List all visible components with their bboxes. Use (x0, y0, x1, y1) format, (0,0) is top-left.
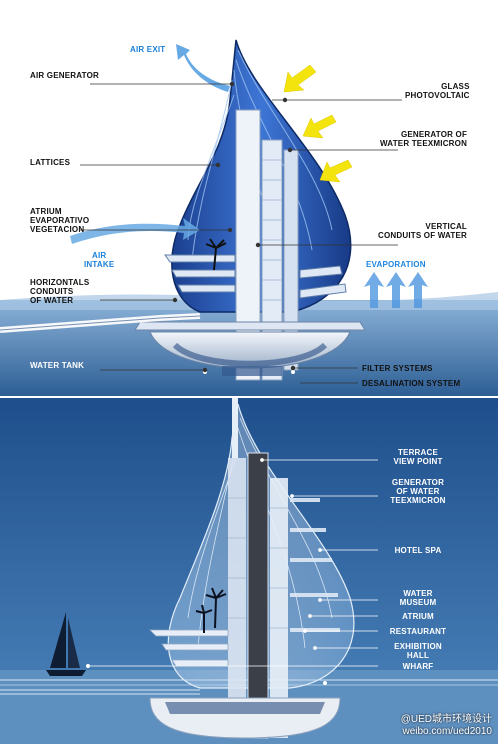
horizontal-conduits-label: HORIZONTALS CONDUITS OF WATER (30, 278, 90, 305)
elevator-core (247, 452, 269, 739)
wharf-label: WHARF (402, 662, 434, 671)
vertical-conduits-label: VERTICAL CONDUITS OF WATER (378, 222, 468, 240)
generator-of-water-render-label: GENERATOR OF WATER TEEXMICRON (390, 478, 446, 505)
platform-deck (134, 321, 366, 331)
water-museum-label: WATER MUSEUM (399, 589, 437, 607)
generator-of-water-label: GENERATOR OF WATER TEEXMICRON (380, 130, 468, 148)
air-exit-label: AIR EXIT (130, 45, 166, 54)
air-intake-arrow (70, 218, 200, 244)
water-tank-label: WATER TANK (30, 361, 85, 370)
restaurant-label: RESTAURANT (389, 627, 447, 636)
sailboat-icon (46, 612, 86, 676)
palm-trees-icon (195, 587, 227, 633)
air-generator-label: AIR GENERATOR (30, 71, 99, 80)
exhibition-hall-label: EXHIBITION HALL (394, 642, 442, 660)
air-intake-label: AIR INTAKE (84, 251, 115, 269)
atrium-label: ATRIUM EVAPORATIVO VEGETACION (30, 207, 90, 234)
palm-tree-icon (205, 238, 227, 271)
lattices-label: LATTICES (30, 158, 71, 167)
air-exit-arrow (176, 44, 230, 92)
boardwalk-railing (0, 689, 200, 695)
tower-section-drawing (0, 39, 498, 396)
glass-photovoltaic-label: GLASS PHOTOVOLTAIC (405, 82, 470, 100)
sunlight-arrows (283, 64, 353, 183)
desalination-system-label: DESALINATION SYSTEM (362, 379, 461, 388)
evaporation-arrows (364, 272, 428, 308)
terrace-view-point-label: TERRACE VIEW POINT (393, 448, 443, 466)
night-render-panel: TERRACE VIEW POINT GENERATOR OF WATER TE… (0, 398, 498, 744)
watermark-handle: @UED城市环境设计 (400, 714, 492, 725)
watermark-url: weibo.com/ued2010 (402, 726, 492, 737)
watermark: @UED城市环境设计 weibo.com/ued2010 (401, 714, 492, 738)
terrace-decks (149, 629, 229, 667)
filter-systems-label: FILTER SYSTEMS (362, 364, 433, 373)
leader-lines (80, 81, 402, 384)
section-diagram-panel: AIR EXIT AIR GENERATOR GLASS PHOTOVOLTAI… (0, 39, 498, 396)
render-leader-lines (88, 458, 378, 667)
evaporation-label: EVAPORATION (366, 260, 426, 269)
tower-render-drawing (0, 398, 498, 744)
hotel-spa-label: HOTEL SPA (394, 546, 442, 555)
atrium-render-label: ATRIUM (402, 612, 434, 621)
